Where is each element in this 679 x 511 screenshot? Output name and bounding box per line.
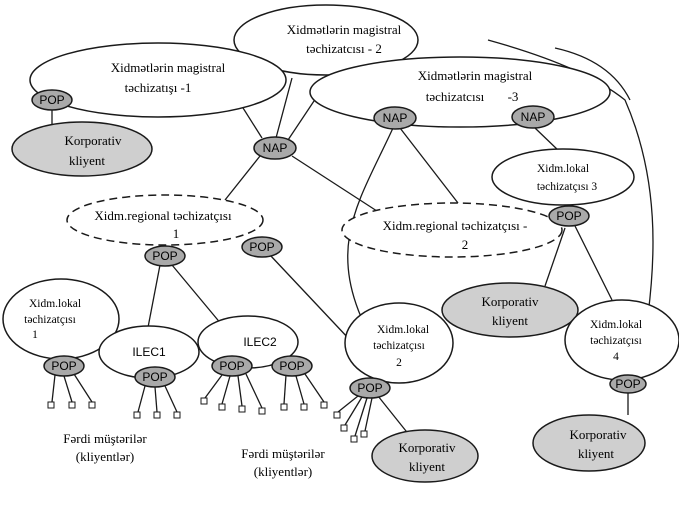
svg-text:POP: POP [615, 377, 640, 391]
svg-text:ILEC2: ILEC2 [243, 335, 277, 349]
svg-text:kliyent: kliyent [492, 313, 528, 328]
svg-text:(kliyentlər): (kliyentlər) [76, 449, 134, 464]
ilec-2-pop-b: POP [271, 355, 313, 377]
svg-text:təchizatçısı: təchizatçısı [24, 314, 76, 326]
svg-text:Xidm.lokal: Xidm.lokal [537, 163, 589, 175]
svg-text:təchizatçısı 3: təchizatçısı 3 [537, 181, 598, 193]
svg-text:POP: POP [39, 93, 64, 107]
svg-text:POP: POP [279, 359, 304, 373]
connector-lines [51, 39, 654, 437]
svg-text:1: 1 [32, 329, 38, 341]
individual-customers-label-2: Fərdi müştərilər (kliyentlər) [241, 446, 325, 479]
backbone-3-line3: -3 [508, 89, 519, 104]
regional-provider-1: Xidm.regional təchizatçısı 1 [66, 194, 264, 246]
svg-text:Xidm.regional təchizatçısı: Xidm.regional təchizatçısı [94, 208, 232, 223]
local-provider-3: Xidm.lokal təchizatçısı 3 [491, 148, 635, 206]
svg-text:Korporativ: Korporativ [64, 133, 122, 148]
svg-text:təchizatçısı: təchizatçısı [373, 340, 425, 352]
backbone-provider-1: Xidmətlərin magistral təchizatışı -1 [29, 42, 287, 118]
svg-text:NAP: NAP [383, 111, 408, 125]
backbone-3-line1: Xidmətlərin magistral [418, 68, 533, 83]
backbone-1-line2: təchizatışı -1 [125, 80, 192, 95]
svg-text:POP: POP [219, 359, 244, 373]
local-1-pop: POP [43, 355, 85, 377]
svg-text:2: 2 [462, 237, 469, 252]
svg-text:Xidm.regional təchizatçısı -: Xidm.regional təchizatçısı - [383, 218, 528, 233]
customer-terminals [47, 373, 373, 443]
svg-text:1: 1 [173, 226, 180, 241]
svg-text:NAP: NAP [263, 141, 288, 155]
local-provider-1: Xidm.lokal təchizatçısı 1 [2, 278, 120, 360]
svg-text:Fərdi müştərilər: Fərdi müştərilər [241, 446, 325, 461]
backbone-3-line2: təchizatcısı [426, 89, 485, 104]
svg-text:4: 4 [613, 351, 619, 363]
local-2-pop: POP [349, 377, 391, 399]
svg-text:təchizatçısı: təchizatçısı [590, 335, 642, 347]
svg-text:POP: POP [249, 240, 274, 254]
svg-text:Korporativ: Korporativ [481, 294, 539, 309]
svg-text:Xidm.lokal: Xidm.lokal [29, 298, 81, 310]
nap-3: NAP [511, 105, 555, 129]
ilec-2-pop-a: POP [211, 355, 253, 377]
backbone-1-pop: POP [31, 89, 73, 111]
svg-text:ILEC1: ILEC1 [132, 345, 166, 359]
corporate-client-3: Korporativ kliyent [371, 429, 479, 483]
local-3-pop: POP [548, 205, 590, 227]
local-provider-4: Xidm.lokal təchizatçısı 4 [564, 299, 679, 381]
svg-text:Xidm.lokal: Xidm.lokal [377, 324, 429, 336]
regional-1-pop: POP [144, 245, 186, 267]
nap-2: NAP [373, 106, 417, 130]
regional-1-pop-2: POP [241, 236, 283, 258]
corporate-client-1: Korporativ kliyent [11, 121, 153, 177]
nap-1: NAP [253, 136, 297, 160]
backbone-2-line2: təchizatcısı - 2 [306, 41, 382, 56]
backbone-provider-3: Xidmətlərin magistral təchizatcısı -3 [309, 56, 611, 128]
svg-text:NAP: NAP [521, 110, 546, 124]
backbone-2-line1: Xidmətlərin magistral [287, 22, 402, 37]
corporate-client-4: Korporativ kliyent [532, 414, 646, 472]
ilec-1-pop: POP [134, 366, 176, 388]
svg-text:kliyent: kliyent [409, 459, 445, 474]
svg-text:POP: POP [142, 370, 167, 384]
local-4-pop: POP [609, 374, 647, 394]
svg-text:POP: POP [556, 209, 581, 223]
backbone-provider-2: Xidmətlərin magistral təchizatcısı - 2 [233, 4, 419, 76]
svg-text:kliyent: kliyent [69, 153, 105, 168]
svg-text:kliyent: kliyent [578, 446, 614, 461]
svg-text:POP: POP [152, 249, 177, 263]
svg-text:(kliyentlər): (kliyentlər) [254, 464, 312, 479]
regional-provider-2: Xidm.regional təchizatçısı - 2 [341, 202, 563, 258]
svg-text:Fərdi müştərilər: Fərdi müştərilər [63, 431, 147, 446]
svg-text:Korporativ: Korporativ [398, 440, 456, 455]
corporate-client-2: Korporativ kliyent [441, 282, 579, 338]
local-provider-2: Xidm.lokal təchizatçısı 2 [344, 302, 454, 384]
ilec-1: ILEC1 [98, 325, 200, 379]
svg-text:POP: POP [357, 381, 382, 395]
svg-text:Xidm.lokal: Xidm.lokal [590, 319, 642, 331]
svg-text:2: 2 [396, 357, 402, 369]
backbone-1-line1: Xidmətlərin magistral [111, 60, 226, 75]
svg-text:POP: POP [51, 359, 76, 373]
individual-customers-label-1: Fərdi müştərilər (kliyentlər) [63, 431, 147, 464]
svg-text:Korporativ: Korporativ [569, 427, 627, 442]
